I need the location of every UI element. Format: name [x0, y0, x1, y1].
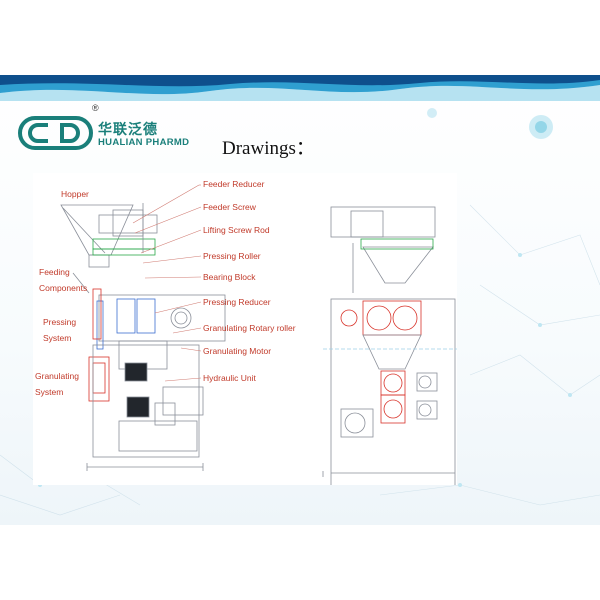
- callout-label: Lifting Screw Rod: [203, 225, 270, 235]
- brand-name-cn: 华联泛德: [98, 122, 158, 138]
- brand-logo-icon: [18, 116, 93, 150]
- callout-label: Granulating Rotary roller: [203, 323, 296, 333]
- callout-label: Hopper: [61, 189, 89, 199]
- callout-leaders: [132, 184, 202, 382]
- right-elevation: [322, 206, 457, 485]
- slide-title: Drawings：: [222, 138, 315, 159]
- background-network: [0, 108, 600, 516]
- callout-label: Bearing Block: [203, 272, 256, 282]
- wave-banner: [0, 75, 600, 101]
- callout-label: Feeder Reducer: [203, 179, 265, 189]
- slide: ® 华联泛德 HUALIAN PHARMD Drawings：: [0, 75, 600, 525]
- callout-label: Feeder Screw: [203, 202, 257, 212]
- callout-label: Hydraulic Unit: [203, 373, 257, 383]
- callout-label: Pressing Roller: [203, 251, 261, 261]
- callout-label: Granulating: [35, 371, 79, 381]
- right-callouts: Feeder Reducer Feeder Screw Lifting Scre…: [203, 179, 296, 383]
- brand-name-en: HUALIAN PHARMD: [98, 137, 190, 148]
- drawing-panel: Feeder Reducer Feeder Screw Lifting Scre…: [33, 173, 457, 485]
- left-elevation: [60, 203, 226, 471]
- registered-mark: ®: [92, 103, 99, 113]
- callout-label: Granulating Motor: [203, 346, 271, 356]
- callout-label: System: [35, 387, 63, 397]
- callout-label: Feeding: [39, 267, 70, 277]
- callout-label: Pressing: [43, 317, 76, 327]
- callout-label: Components: [39, 283, 87, 293]
- machine-drawing: Feeder Reducer Feeder Screw Lifting Scre…: [35, 179, 457, 485]
- callout-label: System: [43, 333, 71, 343]
- left-callouts: Hopper Feeding Components Pressing Syste…: [35, 189, 89, 397]
- callout-label: Pressing Reducer: [203, 297, 271, 307]
